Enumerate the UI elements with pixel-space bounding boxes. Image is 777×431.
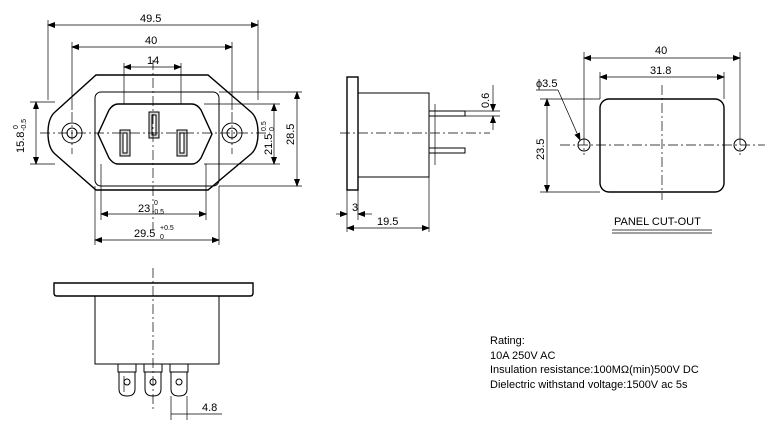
bottom-view: 4.8 — [53, 268, 254, 420]
dim-inner-height: 21.5 — [263, 134, 275, 155]
side-body — [357, 92, 430, 178]
dim-pin-pitch: 4.8 — [202, 402, 217, 414]
tol-upper: 0 — [13, 125, 20, 129]
rating-block: Rating: 10A 250V AC Insulation resistanc… — [490, 335, 699, 391]
tol-upper: 0.5 — [261, 121, 268, 131]
bottom-flange — [53, 282, 254, 297]
pin-center-inner — [151, 114, 157, 136]
bottom-pin-left — [117, 363, 137, 397]
front-view: 49.5 40 14 15.8 0 -0.5 21.5 0.5 0 — [13, 13, 302, 245]
tol-lower: 0 — [160, 234, 164, 241]
bottom-pin-right — [169, 363, 189, 397]
dim-pin-thickness: 0.6 — [480, 93, 492, 108]
dim-flange-thickness: 3 — [352, 202, 358, 214]
tol-upper: +0.5 — [160, 225, 174, 232]
pin-right-inner — [179, 132, 185, 154]
dim-overall-width: 49.5 — [140, 13, 161, 25]
cutout-label: PANEL CUT-OUT — [614, 216, 701, 228]
body-outline — [94, 91, 220, 187]
panel-cutout: 40 31.8 23.5 ϕ3.5 PANEL CUT-OUT — [535, 45, 765, 234]
dim-left-height: 15.8 — [15, 132, 27, 153]
bottom-body — [94, 295, 220, 365]
dim-cutout-outer-width: 40 — [655, 45, 667, 57]
side-pin-bottom — [428, 147, 466, 154]
side-view: 0.6 3 19.5 — [336, 76, 500, 232]
tol-lower: 0 — [269, 127, 276, 131]
bottom-pin-center — [143, 363, 163, 397]
dim-overall-height: 28.5 — [285, 124, 297, 145]
rating-line-3: Dielectric withstand voltage:1500V ac 5s — [490, 379, 688, 391]
rating-line-1: 10A 250V AC — [490, 350, 555, 362]
dim-cutout-height: 23.5 — [535, 139, 547, 160]
dim-body-width: 29.5 — [134, 228, 155, 240]
tol-lower: -0.5 — [152, 209, 164, 216]
tol-lower: -0.5 — [21, 119, 28, 131]
flange-outline — [47, 74, 259, 191]
dim-inner-width: 23 — [138, 203, 150, 215]
pin-left-inner — [122, 132, 128, 154]
dim-cutout-inner-width: 31.8 — [650, 65, 671, 77]
side-pin-top — [428, 110, 466, 117]
rating-title: Rating: — [490, 335, 525, 347]
inlet-cavity — [97, 103, 213, 165]
tol-upper: 0 — [154, 200, 158, 207]
side-flange — [346, 76, 359, 191]
dim-hole-diameter: ϕ3.5 — [536, 78, 557, 90]
dim-hole-spacing: 40 — [145, 35, 157, 47]
rating-line-2: Insulation resistance:100MΩ(min)500V DC — [490, 364, 699, 376]
dim-depth: 19.5 — [377, 216, 398, 228]
dim-slot-width: 14 — [147, 55, 159, 67]
